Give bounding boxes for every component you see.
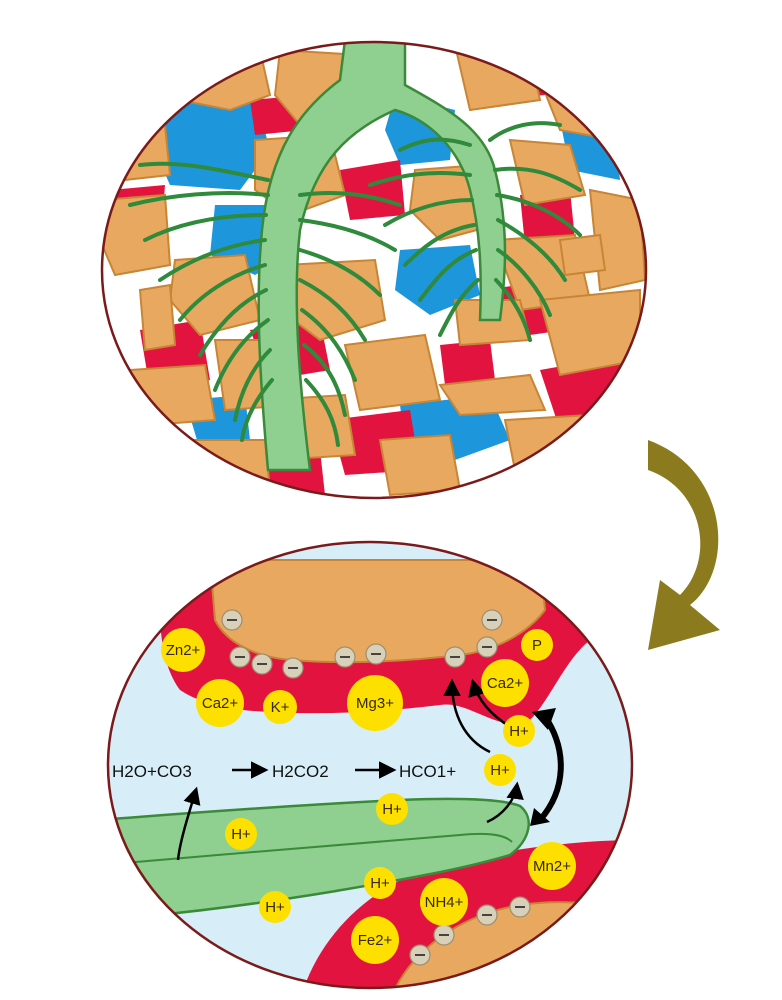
equation-term-3: HCO1+ <box>399 762 456 781</box>
negative-charge-icon <box>444 646 466 668</box>
chemical-equation: H2O+CO3 H2CO2 HCO1+ <box>112 762 456 781</box>
bottom-ellipse-border <box>106 540 634 990</box>
ion-h: H+ <box>503 715 535 747</box>
zoom-arrow-icon <box>648 440 720 650</box>
ion-mg: Mg3+ <box>347 675 403 731</box>
ion-ca-2: Ca2+ <box>481 659 529 707</box>
svg-text:H+: H+ <box>231 826 251 843</box>
negative-charge-icon <box>409 944 431 966</box>
ions-hydrogen: H+ H+ H+ H+ H+ H+ <box>225 715 535 923</box>
ion-zn: Zn2+ <box>161 628 205 672</box>
negative-charge-icon <box>221 609 243 631</box>
svg-text:Mg3+: Mg3+ <box>356 695 394 712</box>
ion-p: P <box>521 629 553 661</box>
svg-text:K+: K+ <box>271 699 290 716</box>
svg-text:Zn2+: Zn2+ <box>166 642 201 659</box>
negative-charges <box>221 609 531 966</box>
ions-upper: Zn2+ Ca2+ K+ Mg3+ Ca2+ P <box>161 628 553 731</box>
svg-text:Fe2+: Fe2+ <box>358 932 393 949</box>
negative-charge-icon <box>476 636 498 658</box>
root-inner-line <box>108 832 513 866</box>
negative-charge-icon <box>251 653 273 675</box>
root-hairs-top <box>128 121 582 447</box>
arrow-root-to-h <box>486 781 524 824</box>
closeup-section: H2O+CO3 H2CO2 HCO1+ Zn2+ Ca2+ K+ Mg3+ Ca… <box>106 540 634 990</box>
svg-text:H+: H+ <box>370 875 390 892</box>
negative-charge-icon <box>365 643 387 665</box>
exchange-arrow-icon <box>530 708 564 826</box>
svg-text:Ca2+: Ca2+ <box>487 675 524 692</box>
negative-charge-icon <box>334 646 356 668</box>
equation-term-2: H2CO2 <box>272 762 329 781</box>
ion-h: H+ <box>259 891 291 923</box>
ion-k: K+ <box>263 690 297 724</box>
svg-text:Mn2+: Mn2+ <box>533 858 571 875</box>
ion-fe: Fe2+ <box>351 916 399 964</box>
negative-charge-icon <box>476 904 498 926</box>
ion-mn: Mn2+ <box>528 842 576 890</box>
negative-charge-icon <box>282 657 304 679</box>
svg-text:H+: H+ <box>265 899 285 916</box>
ion-ca-1: Ca2+ <box>196 679 244 727</box>
negative-charge-icon <box>229 646 251 668</box>
arrow-h-to-particle-1 <box>443 678 491 754</box>
top-ellipse-border <box>100 40 648 500</box>
negative-charge-icon <box>509 896 531 918</box>
svg-text:P: P <box>532 637 542 654</box>
svg-text:Ca2+: Ca2+ <box>202 695 239 712</box>
negative-charge-icon <box>433 924 455 946</box>
equation-term-1: H2O+CO3 <box>112 762 192 781</box>
ion-h: H+ <box>364 867 396 899</box>
svg-text:H+: H+ <box>490 762 510 779</box>
soil-section-top <box>100 40 648 500</box>
arrow-root-to-co3 <box>176 786 201 861</box>
ion-nh4: NH4+ <box>420 878 468 926</box>
negative-charge-icon <box>481 609 503 631</box>
svg-text:H+: H+ <box>509 723 529 740</box>
ion-h: H+ <box>225 818 257 850</box>
svg-text:H+: H+ <box>382 801 402 818</box>
svg-text:NH4+: NH4+ <box>425 894 464 911</box>
ions-lower: Mn2+ NH4+ Fe2+ <box>351 842 576 964</box>
ion-h: H+ <box>376 793 408 825</box>
ion-h: H+ <box>484 754 516 786</box>
